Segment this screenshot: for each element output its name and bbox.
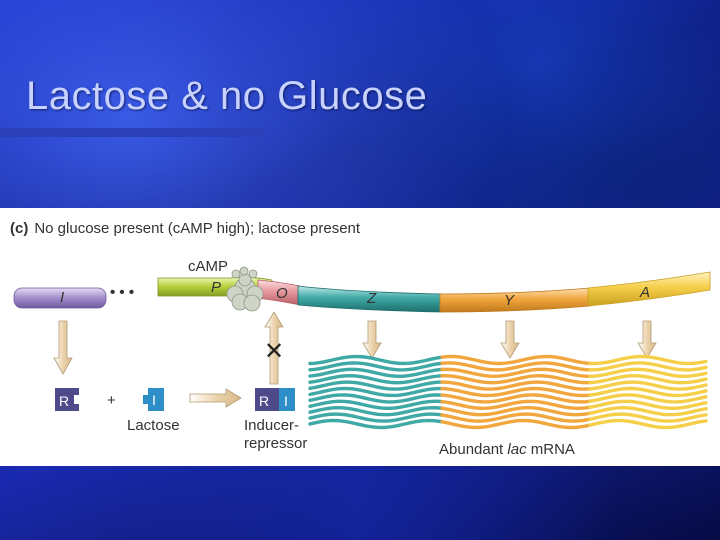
- a-mrna-strand: [588, 354, 708, 366]
- a-mrna-strand: [588, 393, 708, 404]
- slide-title: Lactose & no Glucose: [26, 74, 428, 118]
- z-mrna-strand: [308, 399, 444, 410]
- z-mrna-strand: [308, 418, 444, 430]
- a-gene-segment: [587, 271, 711, 307]
- z-mrna-strand: [308, 354, 444, 366]
- repressor-protein: R: [55, 388, 80, 411]
- svg-text:R: R: [59, 393, 69, 409]
- lac-operon-figure: (c) No glucose present (cAMP high); lacto…: [0, 208, 720, 466]
- z-mrna-strand: [308, 380, 444, 391]
- z-mrna-strand: [308, 361, 444, 372]
- promoter-label: P: [211, 279, 221, 296]
- title-underline-bar: [0, 128, 264, 137]
- caption-text: No glucose present (cAMP high); lactose …: [34, 220, 361, 237]
- inducer-repressor-complex: R I: [255, 388, 295, 411]
- lac-mrna-strands: [308, 354, 708, 430]
- figure-caption: (c) No glucose present (cAMP high); lacto…: [10, 220, 361, 237]
- operator-label: O: [276, 285, 288, 302]
- z-gene-label: Z: [366, 290, 377, 307]
- z-transcription-arrow: [362, 320, 382, 359]
- a-mrna-strand: [588, 373, 708, 385]
- binding-reaction-arrow: [189, 388, 242, 408]
- y-mrna-strand: [440, 386, 592, 398]
- y-gene-segment: [439, 287, 591, 313]
- y-gene-label: Y: [504, 292, 515, 309]
- y-mrna-strand: [440, 412, 592, 423]
- y-transcription-arrow: [500, 320, 520, 359]
- a-transcription-arrow: [637, 320, 657, 359]
- a-mrna-strand: [588, 380, 708, 391]
- svg-text:I: I: [284, 393, 288, 409]
- i-gene-segment: [13, 287, 107, 309]
- y-mrna-strand: [440, 418, 592, 430]
- y-mrna-strand: [440, 399, 592, 411]
- z-mrna-strand: [308, 373, 444, 385]
- z-mrna-strand: [308, 405, 444, 417]
- y-mrna-strand: [440, 393, 592, 404]
- plus-sign: +: [107, 392, 116, 409]
- i-gene-expression-arrow: [53, 320, 73, 375]
- a-mrna-strand: [588, 418, 708, 430]
- a-mrna-strand: [588, 412, 708, 423]
- a-mrna-strand: [588, 406, 708, 417]
- svg-text:R: R: [259, 393, 269, 409]
- svg-text:I: I: [152, 392, 156, 408]
- i-gene-label: I: [60, 289, 64, 306]
- z-mrna-strand: [308, 367, 444, 378]
- blocked-binding-x-icon: ✕: [264, 337, 284, 365]
- camp-cap-complex: [226, 266, 264, 312]
- z-mrna-strand: [308, 412, 444, 423]
- z-mrna-strand: [308, 386, 444, 398]
- z-mrna-strand: [308, 393, 444, 404]
- a-mrna-strand: [588, 386, 708, 398]
- y-mrna-strand: [440, 374, 592, 385]
- mrna-label: Abundant lac mRNA: [439, 441, 575, 458]
- y-mrna-strand: [440, 361, 592, 372]
- inducer-repressor-label-line2: repressor: [244, 435, 307, 452]
- inducer-lactose-icon: I: [143, 388, 164, 411]
- y-mrna-strand: [440, 367, 592, 379]
- caption-panel-letter: (c): [10, 220, 28, 237]
- gene-gap-dots: • • •: [110, 284, 134, 301]
- a-mrna-strand: [588, 367, 708, 378]
- a-gene-label: A: [639, 284, 650, 301]
- inducer-repressor-label-line1: Inducer-: [244, 417, 299, 434]
- camp-label: cAMP: [188, 258, 228, 275]
- y-mrna-strand: [440, 380, 592, 391]
- lac-operon-diagram: (c) No glucose present (cAMP high); lacto…: [10, 220, 711, 458]
- lactose-label: Lactose: [127, 417, 180, 434]
- a-mrna-strand: [588, 361, 708, 372]
- a-mrna-strand: [588, 399, 708, 410]
- repressor-binding-arrow: [264, 311, 284, 385]
- y-mrna-strand: [440, 406, 592, 417]
- y-mrna-strand: [440, 354, 592, 366]
